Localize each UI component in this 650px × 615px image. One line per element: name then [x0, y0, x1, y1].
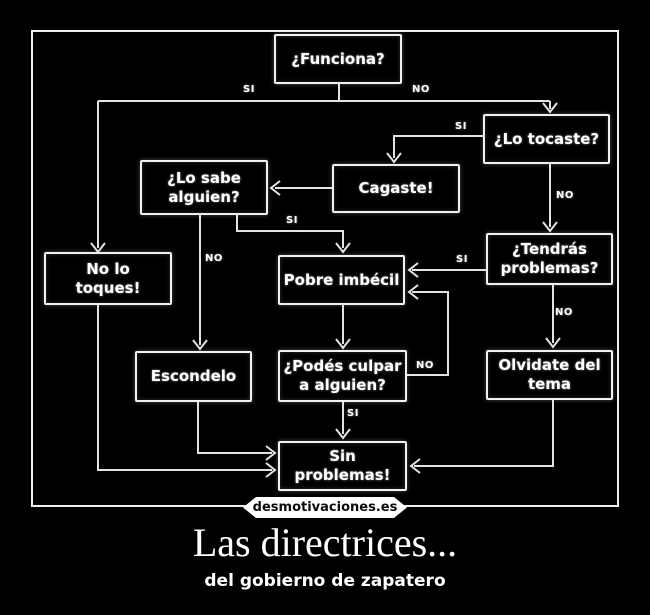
edge-label-funciona-no: NO [412, 84, 430, 95]
edge-label-podes-no: NO [416, 360, 434, 371]
node-tendras-problemas: ¿Tendrás problemas? [486, 233, 613, 285]
desmotivaciones-watermark-banner: desmotivaciones.es [243, 497, 407, 518]
arrowhead-into-lo-tocaste [542, 102, 558, 114]
edge-label-sabe-no: NO [205, 253, 223, 264]
arrowhead-into-podes [335, 338, 351, 350]
edge-label-tendras-no: NO [555, 307, 573, 318]
node-funciona: ¿Funciona? [274, 34, 402, 84]
arrowhead-into-tendras [542, 221, 558, 233]
edge-label-funciona-si: SI [243, 84, 255, 95]
edge-escondelo-out [197, 402, 272, 454]
arrowhead-into-pobre-top [335, 242, 351, 254]
meme-subtitle: del gobierno de zapatero [204, 571, 446, 591]
edge-no-toques-out [97, 305, 272, 471]
node-lo-sabe-alguien: ¿Lo sabe alguien? [140, 160, 268, 215]
node-olvidate-del-tema: Olvidate del tema [486, 350, 613, 400]
meme-title: Las directrices... [192, 520, 458, 565]
arrowhead-into-lo-sabe [269, 180, 281, 196]
edge-label-podes-si: SI [347, 408, 359, 419]
edge-sabe-si-line [236, 215, 344, 248]
watermark-text: desmotivaciones.es [252, 500, 398, 515]
edge-olvidate-out [414, 400, 554, 467]
node-escondelo: Escondelo [135, 351, 252, 402]
node-lo-tocaste: ¿Lo tocaste? [483, 114, 610, 164]
edge-label-tocaste-no: NO [556, 190, 574, 201]
edge-label-sabe-si: SI [286, 215, 298, 226]
edge-label-tocaste-si: SI [455, 121, 467, 132]
arrowhead-into-sin-top [335, 428, 351, 440]
edge-label-tendras-si: SI [456, 254, 468, 265]
node-cagaste: Cagaste! [332, 164, 460, 213]
arrowhead-into-pobre-right-upper [407, 262, 419, 278]
node-no-lo-toques: No lo toques! [44, 252, 172, 305]
arrowhead-into-escondelo [192, 339, 208, 351]
arrowhead-into-sin-left-upper [265, 445, 277, 461]
edge-tocaste-si-line [393, 135, 483, 158]
arrowhead-into-sin-right [409, 458, 421, 474]
arrowhead-into-olvidate [545, 337, 561, 349]
node-podes-culpar: ¿Podés culpar a alguien? [278, 350, 407, 402]
arrowhead-into-sin-left-lower [265, 462, 277, 478]
node-pobre-imbecil: Pobre imbécil [278, 255, 405, 305]
arrowhead-into-pobre-right-lower [407, 284, 419, 300]
edge-podes-no-loop [407, 291, 449, 376]
arrowhead-into-cagaste [386, 152, 402, 164]
node-sin-problemas: Sin problemas! [278, 441, 407, 491]
